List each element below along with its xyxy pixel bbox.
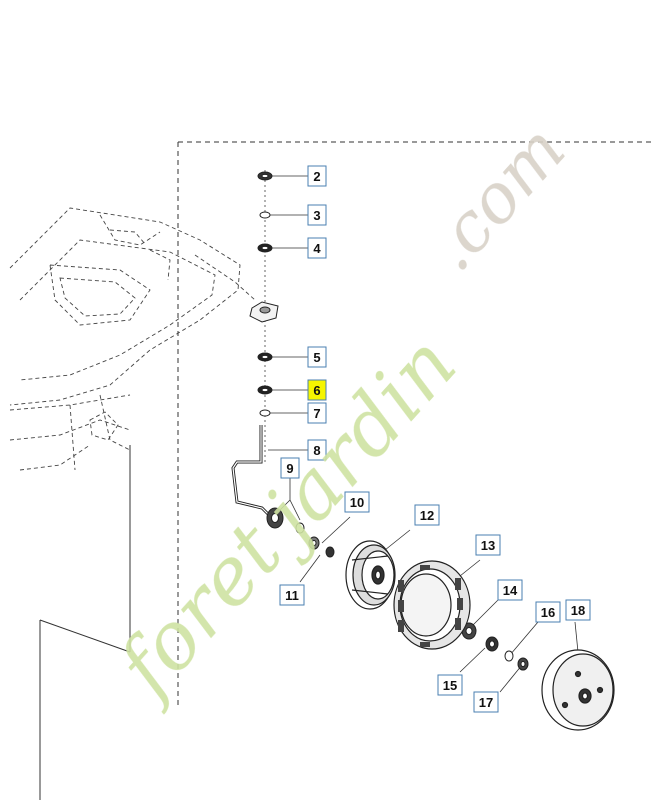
- chassis-frame: [9, 207, 256, 471]
- callout-4: 4: [307, 237, 327, 259]
- callout-15: 15: [437, 674, 463, 696]
- leader-lines: [268, 175, 579, 693]
- svg-text:2: 2: [313, 169, 320, 184]
- callout-7: 7: [307, 402, 327, 424]
- svg-text:10: 10: [350, 495, 364, 510]
- wheel-hub: [345, 540, 396, 610]
- svg-text:16: 16: [541, 605, 555, 620]
- spindle-stack: [231, 170, 279, 516]
- svg-text:13: 13: [481, 538, 495, 553]
- watermark: foret jardin .com: [97, 111, 581, 717]
- callout-12: 12: [414, 504, 440, 526]
- bearing-parts: [266, 507, 529, 671]
- callout-16: 16: [535, 601, 561, 623]
- svg-text:5: 5: [313, 350, 320, 365]
- chassis-panel: [39, 445, 131, 800]
- svg-text:18: 18: [571, 603, 585, 618]
- svg-text:4: 4: [313, 241, 321, 256]
- callout-18: 18: [565, 599, 591, 621]
- watermark-foret: foret: [97, 505, 301, 717]
- callout-14: 14: [497, 579, 523, 601]
- svg-text:12: 12: [420, 508, 434, 523]
- assembly-boundary: [177, 141, 652, 705]
- callout-6-highlighted: 6: [307, 379, 327, 401]
- watermark-dotcom: .com: [412, 111, 581, 287]
- svg-text:14: 14: [503, 583, 518, 598]
- svg-text:3: 3: [313, 208, 320, 223]
- svg-text:15: 15: [443, 678, 457, 693]
- svg-text:17: 17: [479, 695, 493, 710]
- callout-17: 17: [473, 691, 499, 713]
- callout-10: 10: [344, 491, 370, 513]
- svg-text:8: 8: [313, 443, 320, 458]
- svg-text:6: 6: [313, 383, 320, 398]
- callout-8: 8: [307, 439, 327, 461]
- callout-2: 2: [307, 165, 327, 187]
- wheel-rim: [541, 649, 615, 731]
- callout-13: 13: [475, 534, 501, 556]
- callout-11: 11: [279, 584, 305, 606]
- callout-3: 3: [307, 204, 327, 226]
- wheel-tyre: [393, 560, 471, 650]
- callout-5: 5: [307, 346, 327, 368]
- svg-text:7: 7: [313, 406, 320, 421]
- svg-text:11: 11: [285, 588, 299, 603]
- callout-9: 9: [280, 457, 300, 479]
- svg-text:9: 9: [286, 461, 293, 476]
